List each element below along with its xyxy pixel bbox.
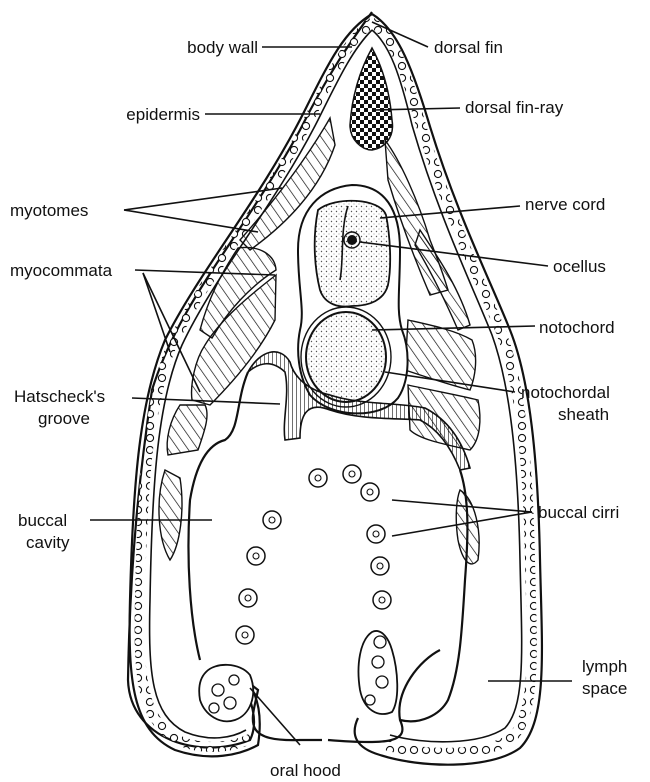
label-lymph-space-2: space <box>582 679 627 698</box>
dorsal-fin-ray <box>350 48 392 150</box>
label-dorsal-fin: dorsal fin <box>434 38 503 57</box>
oral-hood-left <box>199 665 253 721</box>
label-dorsal-fin-ray: dorsal fin-ray <box>465 98 564 117</box>
oral-hood-right <box>359 631 398 714</box>
label-notochordal-sheath-2: sheath <box>558 405 609 424</box>
buccal-cirri-right <box>343 465 391 609</box>
label-lymph-space-1: lymph <box>582 657 627 676</box>
label-epidermis: epidermis <box>126 105 200 124</box>
label-myotomes: myotomes <box>10 201 88 220</box>
nerve-cord <box>315 201 391 307</box>
ocellus-dot <box>347 235 357 245</box>
label-notochordal-sheath-1: notochordal <box>521 383 610 402</box>
label-body-wall: body wall <box>187 38 258 57</box>
label-nerve-cord: nerve cord <box>525 195 605 214</box>
label-ocellus: ocellus <box>553 257 606 276</box>
label-buccal-cavity-1: buccal <box>18 511 67 530</box>
label-notochord: notochord <box>539 318 615 337</box>
label-myocommata: myocommata <box>10 261 113 280</box>
label-hatschecks-groove-1: Hatscheck's <box>14 387 105 406</box>
label-oral-hood: oral hood <box>270 761 341 780</box>
label-buccal-cirri: buccal cirri <box>538 503 619 522</box>
notochord <box>306 312 386 402</box>
label-buccal-cavity-2: cavity <box>26 533 70 552</box>
label-hatschecks-groove-2: groove <box>38 409 90 428</box>
buccal-cirri-left <box>236 469 327 644</box>
